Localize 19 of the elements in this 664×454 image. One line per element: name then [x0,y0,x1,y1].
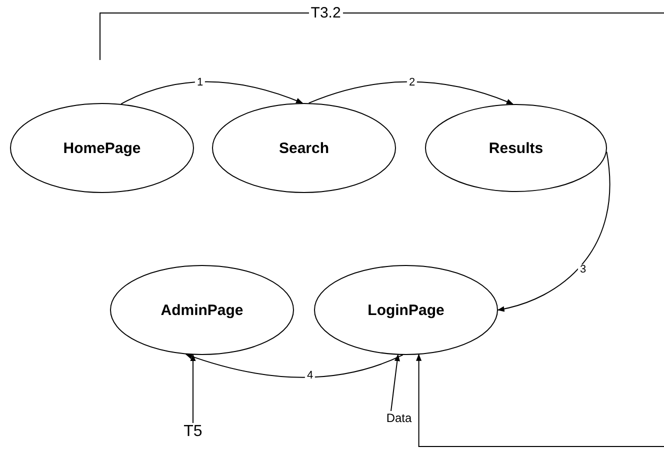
edge-label: 3 [578,264,588,276]
arrow [308,81,514,105]
input-arrow [190,354,196,424]
arrow [185,354,404,378]
edge-label: 2 [406,78,418,88]
edge-label: 1 [194,78,206,88]
page-name: Search [278,140,330,156]
edge-label: 4 [304,370,316,382]
page-name: AdminPage [160,302,244,318]
arrow [497,151,610,312]
page-name: Results [488,140,544,156]
arrow [120,81,304,104]
page-name: LoginPage [368,302,444,318]
edge-label: T3.2 [308,6,343,20]
page-name: HomePage [63,140,141,156]
path-label: T5 [182,424,204,440]
input-arrow [390,354,400,412]
arrow [100,12,664,448]
input-label: Data [383,412,415,424]
